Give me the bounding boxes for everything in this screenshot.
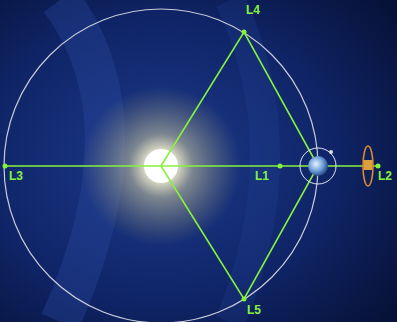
lagrange-dots <box>3 30 381 302</box>
lagrange-lines <box>5 32 378 299</box>
point-label: L3 <box>9 170 23 183</box>
earth <box>308 156 328 176</box>
point-label: L4 <box>246 4 260 17</box>
point-label: L2 <box>378 170 392 183</box>
moon <box>329 150 333 154</box>
satellite <box>364 160 372 170</box>
point-label: L5 <box>247 304 261 317</box>
halo-orbit <box>363 146 373 186</box>
moon-orbit <box>300 148 336 184</box>
point-label: L1 <box>255 170 269 183</box>
